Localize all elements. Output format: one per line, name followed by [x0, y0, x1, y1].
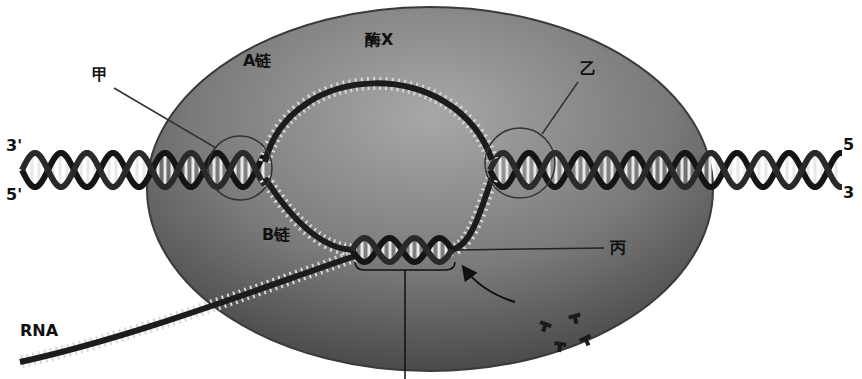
enzyme-outline [147, 7, 713, 371]
arrow [464, 268, 515, 302]
base-pair [660, 153, 663, 186]
bracket [355, 262, 455, 379]
callout-circle [208, 136, 272, 200]
base-pair [164, 153, 167, 187]
dna-strand [490, 153, 842, 187]
template-strand-a [265, 83, 492, 162]
rna-strand [20, 256, 355, 362]
base-pair [786, 153, 789, 186]
dna-strand [22, 153, 266, 187]
dna-strand [352, 238, 452, 262]
strand-label: RNA [20, 322, 58, 340]
callout-circle [485, 128, 555, 198]
end-label: 3 [843, 184, 854, 202]
base-pair [389, 238, 392, 262]
strand-label: B链 [262, 226, 290, 244]
callout-label: 丙 [610, 239, 626, 257]
strand-b-bases [450, 178, 492, 250]
nucleotide [579, 334, 594, 348]
leader-line [114, 88, 216, 148]
nucleotide [553, 341, 567, 353]
dna-strand [352, 238, 452, 262]
dna-helix [352, 238, 452, 262]
base-pair [604, 153, 607, 186]
base-pair [709, 153, 712, 187]
end-label: 3' [6, 137, 22, 155]
dna-strand [22, 153, 266, 187]
base-pair [814, 153, 817, 187]
base-pair [241, 153, 244, 187]
base-pair [136, 153, 139, 186]
base-pair [192, 153, 195, 186]
leader-line [542, 82, 578, 134]
base-pair [632, 153, 635, 187]
callout-label: 乙 [580, 60, 596, 78]
nucleotide [568, 313, 582, 326]
dna-strand [490, 153, 842, 187]
strand-label: A链 [243, 52, 271, 70]
end-label: 5' [6, 186, 22, 204]
enzyme-label: 酶X [365, 31, 393, 49]
callout-label: 甲 [92, 66, 108, 84]
template-strand-a-bases [265, 83, 492, 162]
strand-b [450, 178, 492, 250]
dna-helix [22, 153, 266, 187]
base-pair [59, 153, 62, 187]
base-pair [438, 238, 441, 262]
dna-helix [490, 153, 842, 187]
rna-strand-bases [20, 256, 355, 362]
base-pair [87, 153, 90, 187]
leader-line [456, 248, 604, 250]
base-pair [737, 153, 740, 187]
nucleotide [537, 320, 552, 334]
base-pair [527, 153, 530, 187]
end-label: 5 [843, 136, 854, 154]
